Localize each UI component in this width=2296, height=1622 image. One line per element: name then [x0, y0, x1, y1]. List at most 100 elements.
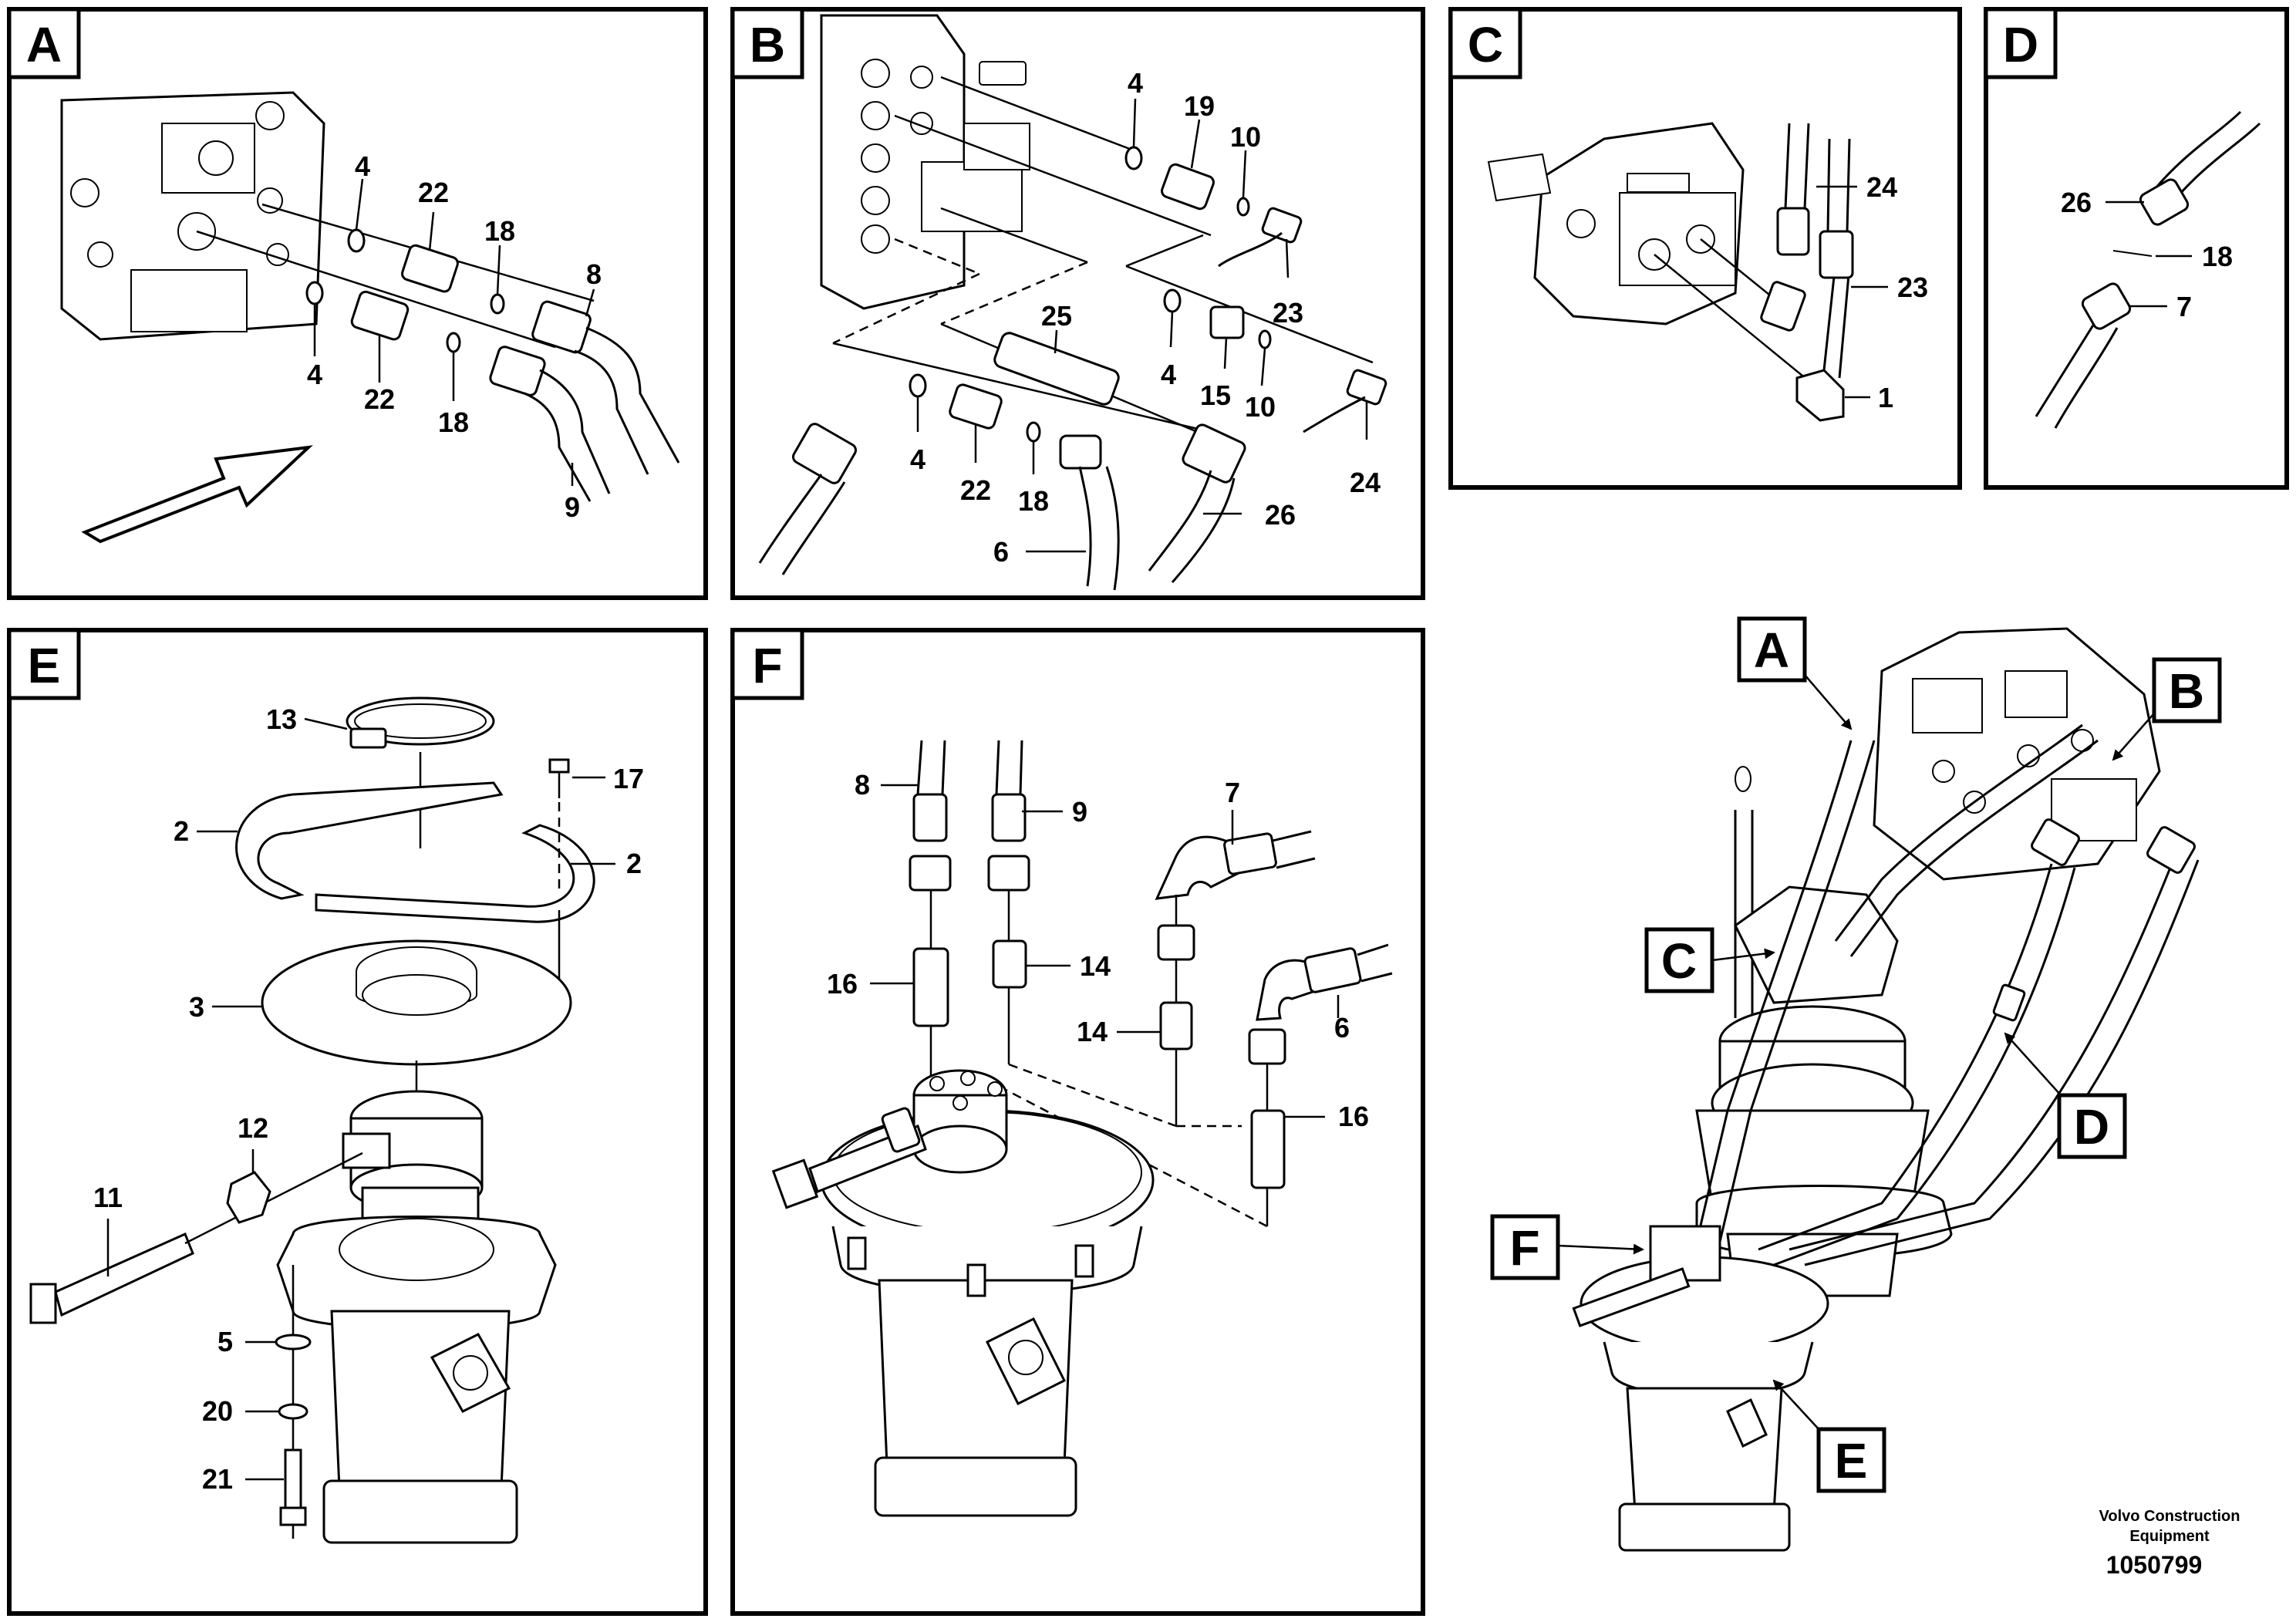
panel-a-label-box [7, 7, 81, 79]
o-ring-10-lower [1258, 329, 1272, 349]
callout-f-6: 6 [1334, 1012, 1350, 1044]
center-swivel-joint-f [820, 1069, 1155, 1517]
bolt-f-nut [881, 1107, 921, 1153]
center-swivel-joint [276, 1090, 557, 1544]
callout-e-17: 17 [613, 763, 644, 794]
connector-16-left [912, 947, 949, 1027]
hose-fitting-26-d [2139, 178, 2190, 226]
callout-b-18: 18 [1018, 485, 1049, 517]
callout-a-22-lower: 22 [364, 383, 395, 415]
callout-b-22: 22 [960, 474, 991, 506]
callout-b-10-upper: 10 [1230, 121, 1261, 153]
connector-14-left [992, 939, 1027, 989]
panel-d-label-box [1984, 7, 2058, 79]
o-ring-4-upper [347, 228, 366, 253]
panel-b-label-box [730, 7, 804, 79]
callout-a-8: 8 [586, 258, 602, 290]
adapter-22-lower [350, 290, 410, 341]
panel-e: E [7, 628, 708, 1616]
overview-tag-f-box [1490, 1214, 1560, 1280]
hose-fitting-23-c [1819, 230, 1854, 279]
control-valve-block [60, 91, 325, 341]
overview-control-valve [1873, 627, 2161, 881]
hose-fitting-8 [531, 300, 592, 354]
panel-c-frame [1448, 7, 1962, 490]
hose-fitting-24 [1346, 369, 1387, 406]
overview-assembly: A B C D F E [1490, 616, 2222, 1552]
nut-9-f [987, 855, 1030, 892]
panel-e-label: E [28, 638, 61, 693]
footer-brand-line2: Equipment [2129, 1528, 2210, 1545]
panel-b-label: B [750, 17, 785, 73]
overview-tag-b-box [2152, 657, 2222, 723]
bolt-11 [54, 1232, 194, 1317]
adapter-22-b [949, 383, 1003, 430]
swing-motor-port-block [1487, 122, 1745, 325]
panel-c: C 24 23 1 [1448, 7, 1962, 490]
callout-b-23: 23 [1273, 297, 1303, 329]
panel-b: B [730, 7, 1425, 600]
tube-25 [993, 332, 1120, 406]
panel-a-frame [7, 7, 708, 600]
o-ring-18-upper [490, 293, 505, 315]
panel-f-frame [730, 628, 1425, 1616]
hose-fitting-7-d [2081, 282, 2132, 330]
overview-tag-a: A [1754, 622, 1789, 678]
hose-fitting-8-f [912, 793, 948, 842]
overview-tag-c-box [1644, 927, 1714, 993]
overview-tag-e-box [1816, 1427, 1886, 1493]
overview-tag-a-box [1737, 616, 1807, 683]
overview-tag-d-box [2057, 1093, 2127, 1159]
panel-b-frame [730, 7, 1425, 600]
panel-f: F [730, 628, 1425, 1616]
panel-c-label-box [1448, 7, 1522, 79]
callout-e-21: 21 [202, 1463, 233, 1495]
panel-e-label-box [7, 628, 81, 700]
nut-12 [226, 1171, 271, 1224]
callout-f-16-right: 16 [1338, 1101, 1369, 1132]
callout-d-18: 18 [2202, 241, 2233, 272]
o-ring-18-b [1026, 421, 1041, 443]
elbow-fitting-1 [1795, 369, 1845, 422]
adapter-22-upper [401, 244, 459, 293]
nut-8-f [909, 855, 952, 892]
nut-7-f [1157, 924, 1195, 961]
panel-e-frame [7, 628, 708, 1616]
nut-6-f [1248, 1028, 1286, 1065]
callout-a-22-upper: 22 [418, 177, 449, 208]
panel-d: D 26 18 7 [1984, 7, 2289, 490]
callout-f-14-left: 14 [1080, 950, 1111, 982]
callout-b-4-lower: 4 [910, 443, 925, 475]
hose-fitting-7-f [1223, 832, 1277, 875]
callout-a-9: 9 [565, 491, 580, 523]
overview-tag-d: D [2074, 1099, 2109, 1155]
half-ring-2-left [235, 781, 504, 900]
hose-fitting-6 [1059, 434, 1102, 470]
hose-fitting-9-f [991, 793, 1027, 842]
hose-fitting-23 [1261, 207, 1303, 244]
callout-b-10-lower: 10 [1245, 391, 1276, 423]
elbow-24 [1760, 281, 1806, 332]
callout-b-26: 26 [1265, 499, 1296, 531]
overview-tag-c: C [1661, 933, 1697, 989]
callout-a-18-upper: 18 [484, 215, 515, 247]
hose-fitting-9 [489, 346, 546, 396]
washer-5 [275, 1334, 312, 1351]
callout-b-4-upper: 4 [1128, 67, 1143, 99]
adapter-15 [1209, 305, 1245, 339]
callout-e-3: 3 [189, 991, 204, 1023]
bolt-21-head [279, 1506, 307, 1526]
callout-e-5: 5 [217, 1326, 233, 1357]
hose-fitting-6-f [1303, 947, 1362, 993]
panel-a-label: A [26, 17, 62, 73]
callout-e-12: 12 [238, 1112, 268, 1144]
overview-tag-b: B [2169, 663, 2204, 719]
bolt-f-head [771, 1158, 819, 1209]
connector-14-right [1159, 1001, 1193, 1050]
bolt-21 [284, 1448, 302, 1509]
callout-a-4-upper: 4 [355, 150, 370, 182]
callout-f-14-right: 14 [1077, 1016, 1108, 1047]
callout-f-7: 7 [1225, 777, 1240, 808]
panel-a: A [7, 7, 708, 600]
swivel-port-block [342, 1132, 391, 1169]
